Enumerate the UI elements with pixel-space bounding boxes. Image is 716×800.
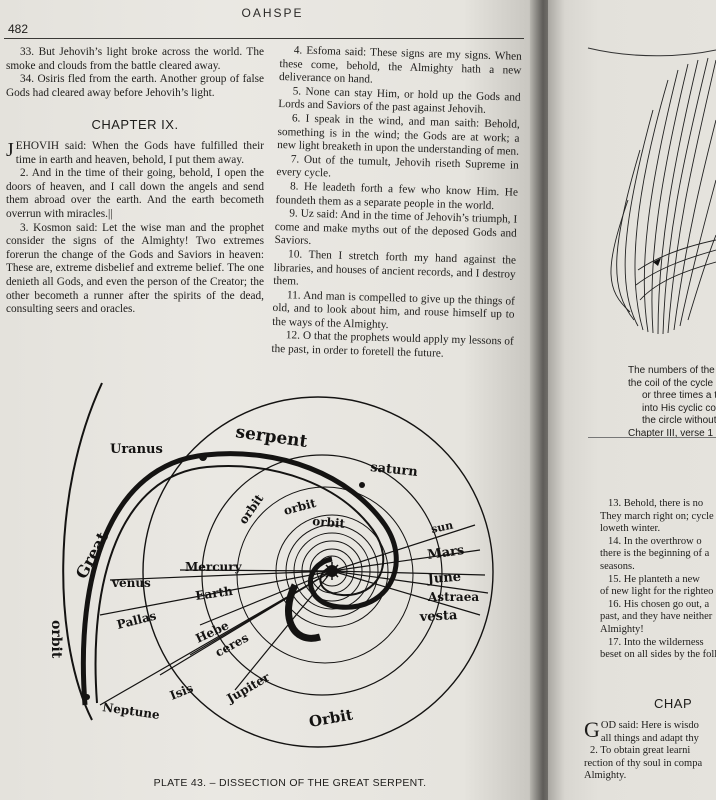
label-uranus: Uranus (110, 442, 163, 457)
verse-1-text: EHOVIH said: When the Gods have fulfille… (15, 139, 264, 166)
page-number: 482 (8, 22, 29, 36)
rp-chapter-line: rection of thy soul in compa (584, 757, 703, 769)
chapter-title: CHAPTER IX. (91, 117, 179, 133)
verse-2: 2. And in the time of their going, behol… (6, 167, 264, 220)
rp-chapter-line: Almighty. (584, 770, 627, 782)
verse-6: 6. I speak in the wind, and man saith: B… (277, 112, 521, 158)
label-orbit-left: orbit (48, 620, 64, 659)
label-earth: Earth (194, 584, 233, 603)
rp-verse-line: They march right on; cycle f (600, 510, 716, 522)
rp-chapter-line: all things and adapt thy (600, 732, 699, 744)
label-orbit-1: orbit (236, 491, 267, 526)
serpent-spiral-inner (94, 465, 385, 704)
rp-verse-line: 15. He planteth a new (608, 573, 700, 585)
label-orbit-3: orbit (312, 514, 346, 531)
right-page-rule (588, 437, 716, 438)
drop-cap: J (6, 138, 14, 161)
rp-caption-line: the coil of the cycle (628, 377, 714, 389)
rp-verse-line: 13. Behold, there is no (608, 498, 704, 509)
verse-34: 34. Osiris fled from the earth. Another … (6, 73, 264, 99)
saturn-dot (359, 482, 365, 488)
label-vesta: vesta (418, 608, 458, 625)
running-head: OAHSPE (241, 6, 304, 20)
hatch-lines (610, 57, 716, 335)
right-page-chapter-title: CHAP (654, 696, 693, 711)
label-mars: Mars (426, 543, 465, 563)
label-june: June (426, 570, 461, 587)
serpent-diagram: Uranus serpent saturn Great orbit orbit … (48, 382, 494, 748)
uranus-dot (199, 453, 207, 461)
rp-dropcap: G (584, 717, 600, 742)
label-mercury: Mercury (185, 560, 243, 574)
label-venus: venus (111, 576, 151, 590)
neptune-dot (84, 694, 90, 700)
verse-10: 10. Then I stretch forth my hand against… (273, 248, 517, 288)
hatched-illustration (587, 47, 716, 335)
header-rule (4, 38, 524, 39)
rp-caption-line: into His cyclic coil. (642, 402, 716, 414)
plate-caption: PLATE 43. – DISSECTION OF THE GREAT SERP… (153, 777, 427, 789)
verse-3: 3. Kosmon said: Let the wise man and the… (6, 221, 264, 316)
verse-12: 12. O that the prophets would apply my l… (271, 329, 514, 360)
label-isis: Isis (168, 681, 195, 703)
rp-verse-line: 14. In the overthrow o (608, 535, 702, 547)
verse-33: 33. But Jehovih’s light broke across the… (6, 46, 264, 72)
right-page-verses: 13. Behold, there is no They march right… (600, 498, 716, 662)
rp-caption-line: Chapter III, verse 1 (628, 427, 714, 439)
radial-lines (99, 524, 489, 706)
right-page: The numbers of the the coil of the cycle… (548, 0, 716, 800)
label-neptune: Neptune (102, 700, 161, 722)
rp-verse-line: 17. Into the wilderness (608, 636, 704, 648)
verse-9: 9. Uz said: And in the time of Jehovih’s… (274, 207, 518, 248)
rp-verse-line: of new light for the righteo (600, 586, 714, 598)
star-mark (653, 258, 661, 266)
rp-verse-line: beset on all sides by the foll (600, 649, 716, 661)
outer-orbit-circle (142, 396, 494, 748)
label-saturn: saturn (370, 460, 419, 480)
serpent-spiral-outer (80, 451, 399, 706)
rp-caption-line: The numbers of the (628, 365, 715, 376)
rp-caption-line: or three times a th (642, 390, 716, 401)
right-page-figure-caption: The numbers of the the coil of the cycle… (628, 365, 716, 440)
label-serpent: serpent (234, 422, 308, 452)
great-orbit-arc (62, 382, 103, 721)
orbit-circle-2 (201, 454, 443, 696)
rp-verse-line: 16. His chosen go out, a (608, 598, 710, 610)
left-text-column: 33. But Jehovih’s light broke across the… (6, 46, 264, 317)
rp-chapter-line-1-text: OD said: Here is wisdo (600, 720, 699, 731)
rp-verse-line: past, and they have neither (600, 611, 713, 623)
verse-11: 11. And man is compelled to give up the … (272, 288, 516, 332)
label-orbit-bottom: Orbit (308, 706, 355, 731)
right-text-column: 4. Esfoma said: These signs are my signs… (271, 44, 522, 363)
left-page: OAHSPE 482 33. But Jehovih’s light broke… (0, 0, 545, 800)
label-sun: sun (430, 519, 454, 536)
rp-caption-line: the circle without (642, 415, 716, 426)
verse-4: 4. Esfoma said: These signs are my signs… (278, 44, 522, 86)
rp-verse-line: seasons. (600, 560, 635, 572)
rp-verse-line: loweth winter. (600, 523, 661, 535)
rp-chapter-line: 2. To obtain great learni (590, 745, 691, 757)
rp-verse-line: there is the beginning of a (600, 548, 710, 560)
rp-verse-line: Almighty! (600, 623, 644, 635)
label-pallas: Pallas (115, 609, 158, 632)
label-jupiter: Jupiter (224, 670, 273, 706)
label-astraea: Astraea (427, 590, 479, 604)
sun-rays (323, 562, 341, 580)
